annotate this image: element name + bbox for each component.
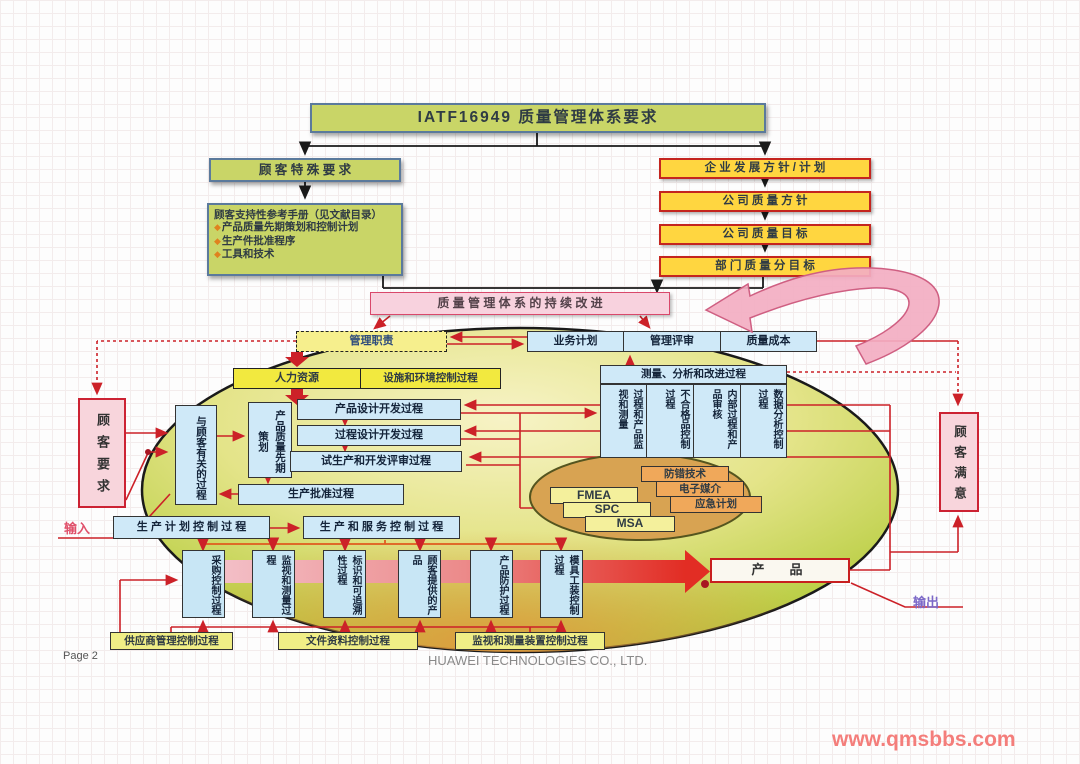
manual-item: ◆ 工具和技术 xyxy=(214,248,274,262)
product-preservation-box: 产品防护过程 xyxy=(470,550,513,618)
continual-improvement-box: 质 量 管 理 体 系 的 持 续 改 进 xyxy=(370,292,670,315)
data-analysis-control-box: 数据分析控制过程 xyxy=(741,384,787,458)
production-plan-control-box: 生 产 计 划 控 制 过 程 xyxy=(113,516,270,539)
identification-traceability-box: 标识和可追溯性过程 xyxy=(323,550,366,618)
internal-audit-box: 内部过程和产品审核 xyxy=(694,384,741,458)
measure-analyze-improve-cells: 过程和产品监视和测量 不合格品控制过程 内部过程和产品审核 数据分析控制过程 xyxy=(600,384,787,458)
customer-property-box: 顾客提供的产品 xyxy=(398,550,441,618)
production-service-control-box: 生 产 和 服 务 控 制 过 程 xyxy=(303,516,460,539)
manual-item-label: 生产件批准程序 xyxy=(221,234,296,247)
fan-connectors xyxy=(196,537,568,552)
facility-environment-box: 设施和环境控制过程 xyxy=(361,368,501,389)
tooling-control-box: 模具工装控制过程 xyxy=(540,550,583,618)
diamond-bullet-icon: ◆ xyxy=(214,222,221,233)
nonconforming-control-box: 不合格品控制过程 xyxy=(647,384,694,458)
customer-requirements-box: 顾客要求 xyxy=(78,398,126,508)
title-box: IATF16949 质量管理体系要求 xyxy=(310,103,766,133)
watermark: www.qmsbbs.com xyxy=(832,728,1016,751)
product-box: 产 品 xyxy=(710,558,850,583)
manual-item-label: 产品质量先期策划和控制计划 xyxy=(221,221,359,234)
policy-box-quality-policy: 公 司 质 量 方 针 xyxy=(659,191,871,212)
quality-cost-box: 质量成本 xyxy=(721,331,817,352)
fmea-box: FMEA xyxy=(550,487,638,504)
management-review-box: 管理评审 xyxy=(624,331,721,352)
input-label: 输入 xyxy=(64,521,91,536)
monitoring-measuring-box: 监视和测量过程 xyxy=(252,550,295,618)
purchasing-control-box: 采购控制过程 xyxy=(182,550,225,618)
policy-box-quality-objectives: 公 司 质 量 目 标 xyxy=(659,224,871,245)
policy-box-development-plan: 企 业 发 展 方 针 / 计 划 xyxy=(659,158,871,179)
human-resources-box: 人力资源 xyxy=(233,368,361,389)
msa-box: MSA xyxy=(585,516,675,532)
electronic-media-box: 电子媒介 xyxy=(656,481,744,497)
manual-item-label: 工具和技术 xyxy=(221,248,275,261)
page-number: Page 2 xyxy=(63,650,98,662)
production-approval-box: 生产批准过程 xyxy=(238,484,404,505)
company-name: HUAWEI TECHNOLOGIES CO., LTD. xyxy=(428,653,648,668)
diamond-bullet-icon: ◆ xyxy=(214,235,221,246)
supplier-management-box: 供应商管理控制过程 xyxy=(110,632,233,650)
business-plan-box: 业务计划 xyxy=(527,331,624,352)
management-duty-box: 管理职责 xyxy=(296,331,447,352)
process-product-monitoring-box: 过程和产品监视和测量 xyxy=(600,384,647,458)
process-design-process-box: 过程设计开发过程 xyxy=(297,425,461,446)
customer-special-requirements-box: 顾 客 特 殊 要 求 xyxy=(209,158,401,182)
document-control-box: 文件资料控制过程 xyxy=(278,632,418,650)
measuring-device-control-box: 监视和测量装置控制过程 xyxy=(455,632,605,650)
product-design-process-box: 产品设计开发过程 xyxy=(297,399,461,420)
trial-production-review-box: 试生产和开发评审过程 xyxy=(290,451,462,472)
customer-manual-box: 顾客支持性参考手册（见文献目录） ◆ 产品质量先期策划和控制计划 ◆ 生产件批准… xyxy=(207,203,403,276)
bottom-connectors xyxy=(170,619,567,633)
customer-related-process-box: 与顾客有关的过程 xyxy=(175,405,217,505)
block-arrows xyxy=(285,352,309,405)
manual-item: ◆ 产品质量先期策划和控制计划 xyxy=(214,221,358,235)
measure-analyze-improve-header: 测量、分析和改进过程 xyxy=(600,365,787,384)
manual-title: 顾客支持性参考手册（见文献目录） xyxy=(214,209,382,221)
output-label: 输出 xyxy=(913,595,940,610)
error-proofing-box: 防错技术 xyxy=(641,466,729,482)
policy-box-dept-objectives: 部 门 质 量 分 目 标 xyxy=(659,256,871,277)
diamond-bullet-icon: ◆ xyxy=(214,249,221,260)
manual-item: ◆ 生产件批准程序 xyxy=(214,235,295,249)
black-connectors xyxy=(298,133,772,294)
contingency-plan-box: 应急计划 xyxy=(670,496,762,513)
customer-satisfaction-box: 顾客满意 xyxy=(939,412,979,512)
apqp-box: 产品质量先期策划 xyxy=(248,402,292,478)
